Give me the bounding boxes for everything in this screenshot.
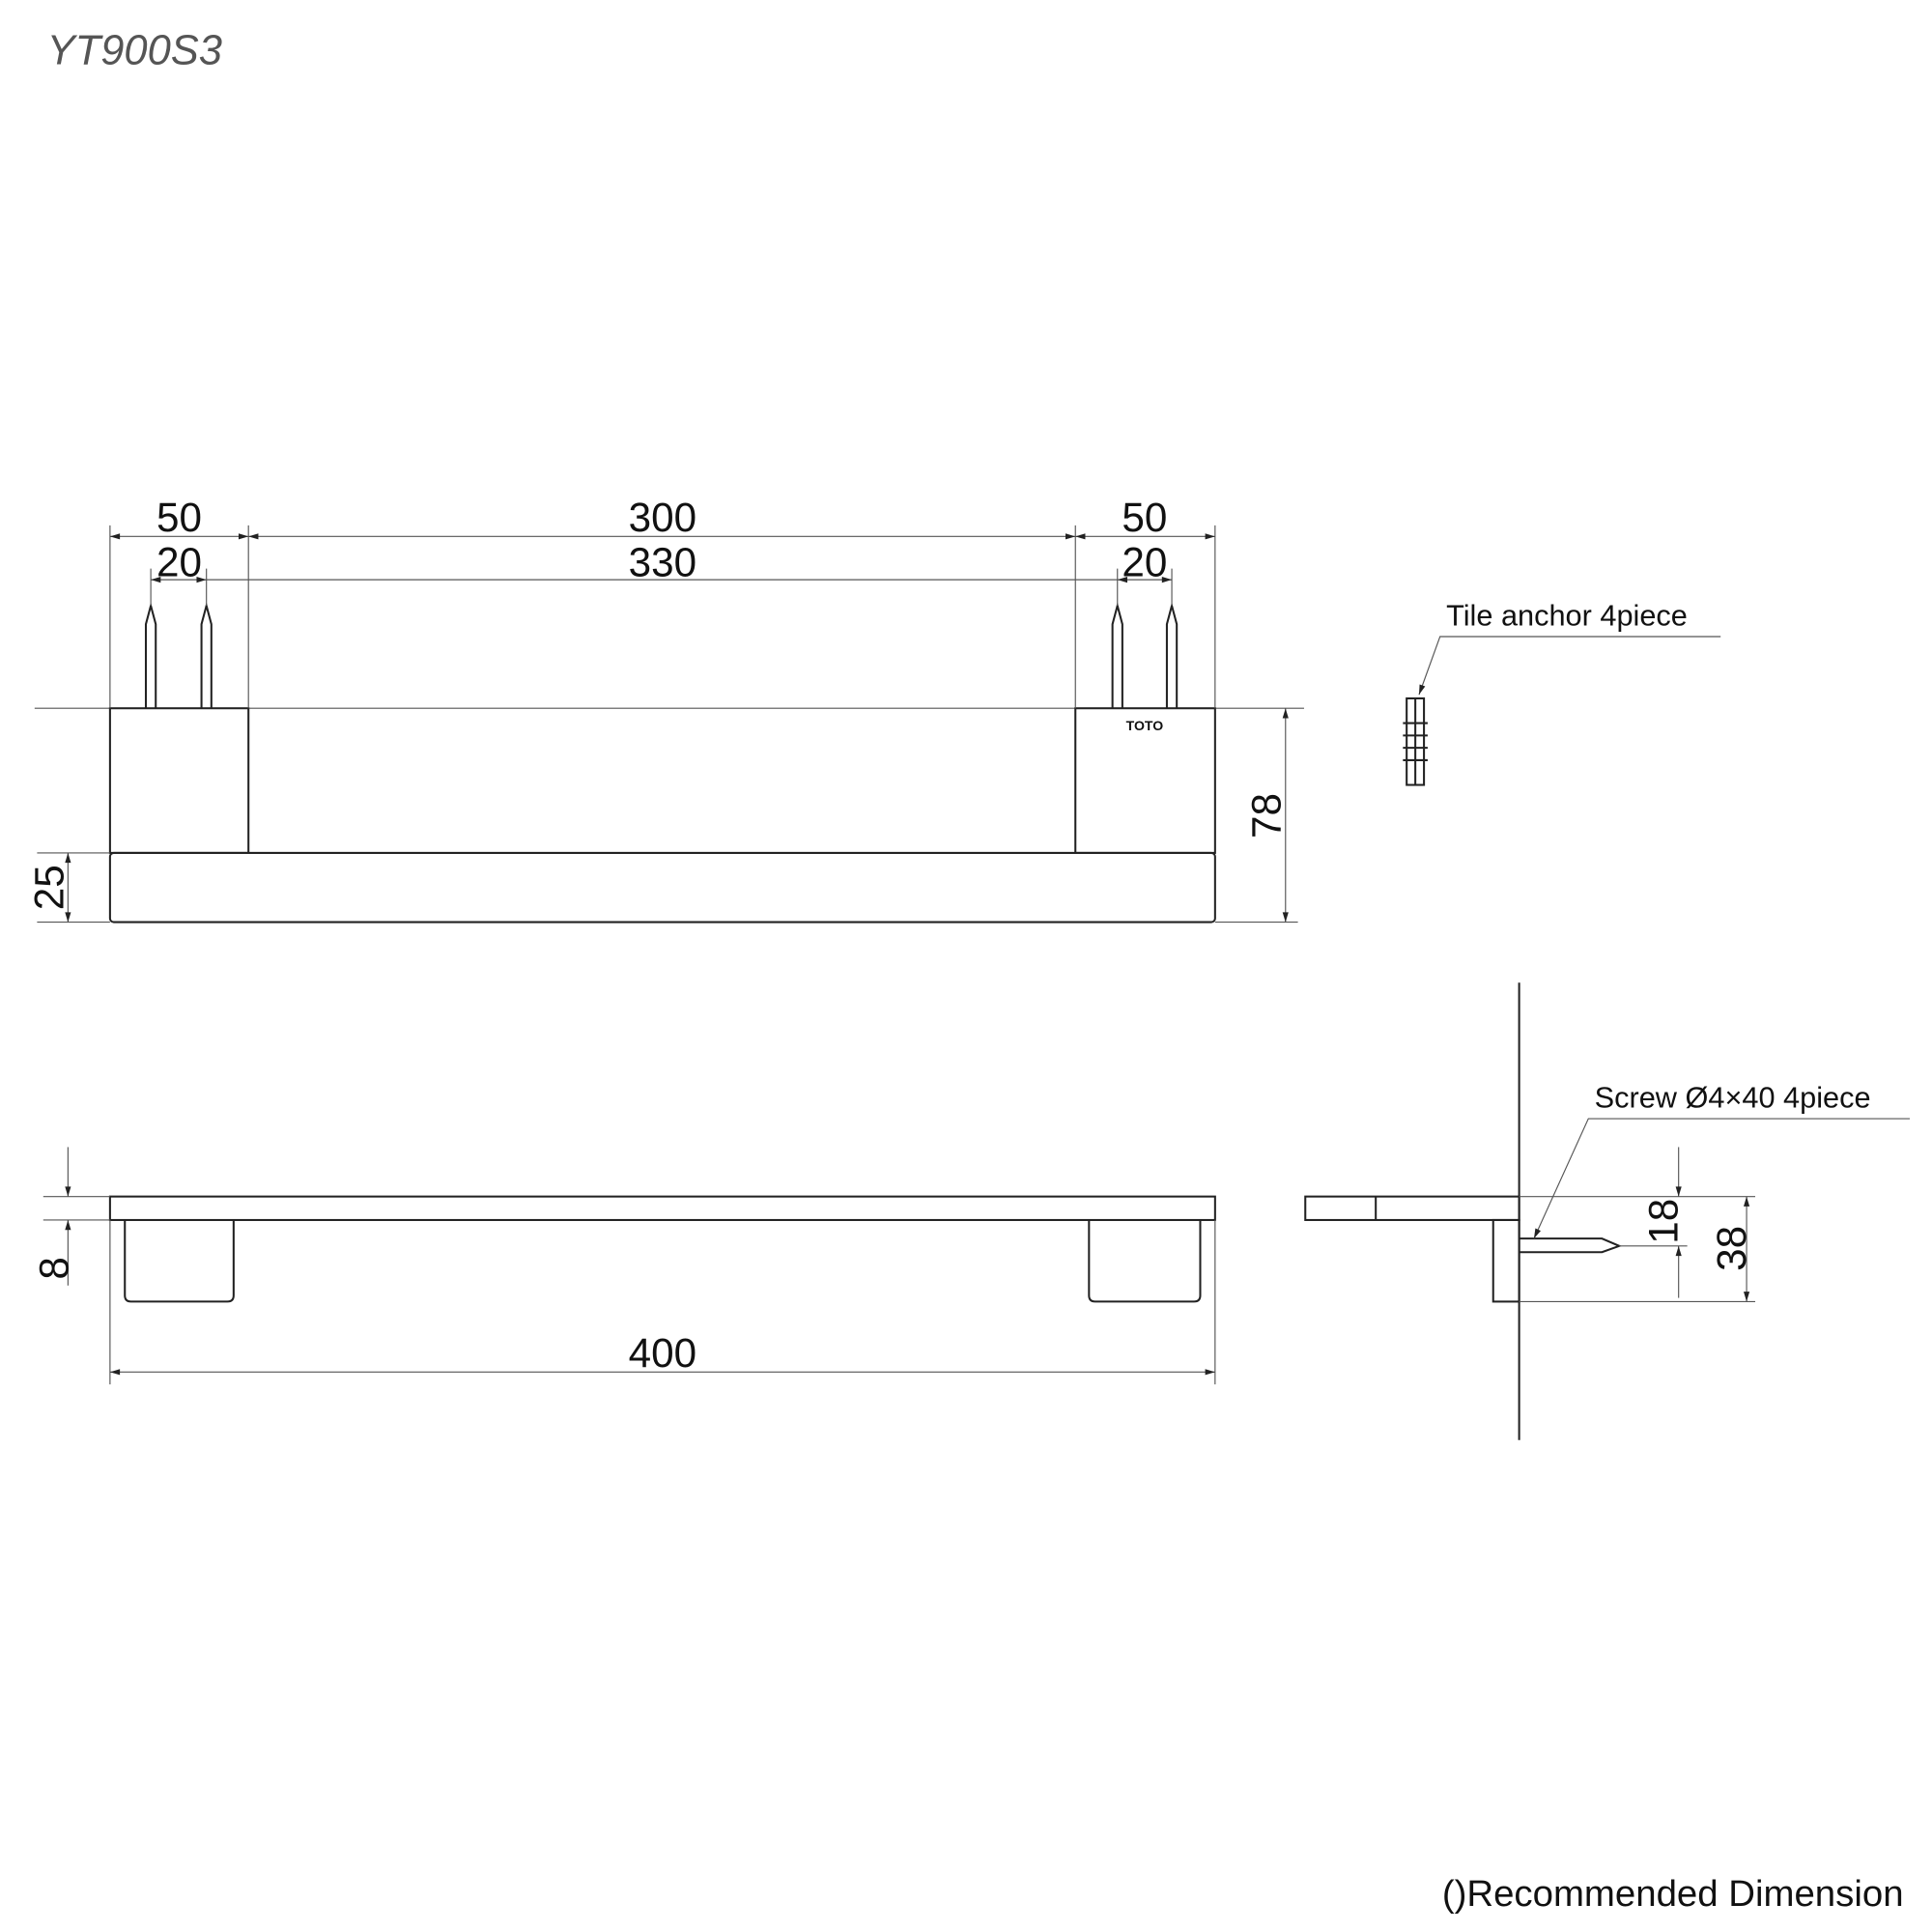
tile-anchor-label: Tile anchor 4piece xyxy=(1446,598,1688,632)
dim-bracket-38: 38 xyxy=(1709,1226,1754,1271)
dim-screw-18: 18 xyxy=(1640,1199,1686,1244)
top-view: 8 400 xyxy=(31,1147,1216,1385)
dim-center-300: 300 xyxy=(629,495,696,540)
tile-anchor-leader xyxy=(1418,636,1721,696)
tile-anchor: Tile anchor 4piece xyxy=(1403,598,1721,786)
screw xyxy=(1519,1237,1623,1254)
dim-height-78: 78 xyxy=(1244,793,1290,838)
screw-leader xyxy=(1533,1118,1910,1239)
screw-pins xyxy=(144,602,1179,709)
model-title: YT900S3 xyxy=(47,28,222,74)
toto-logo: TOTO xyxy=(1126,718,1164,733)
footnote: ()Recommended Dimension xyxy=(1442,1873,1904,1915)
right-foot xyxy=(1088,1219,1202,1303)
tile-anchor-icon xyxy=(1403,696,1428,786)
dim-thickness-8: 8 xyxy=(31,1257,76,1279)
front-view: TOTO xyxy=(26,495,1304,923)
left-foot xyxy=(124,1219,235,1303)
dim-left-50: 50 xyxy=(156,495,202,540)
side-plate xyxy=(1304,1195,1520,1221)
screw-label: Screw Ø4×40 4piece xyxy=(1595,1081,1871,1115)
dim-center-330: 330 xyxy=(629,539,696,584)
plate xyxy=(108,1195,1216,1221)
dim-length-400: 400 xyxy=(629,1330,696,1376)
dim-left-20: 20 xyxy=(156,539,202,584)
side-bracket xyxy=(1492,1218,1520,1303)
left-bracket xyxy=(108,707,250,854)
side-view: Screw Ø4×40 4piece 18 38 xyxy=(1304,982,1910,1440)
dim-right-50: 50 xyxy=(1122,495,1167,540)
bar xyxy=(108,851,1216,923)
dim-bar-25: 25 xyxy=(26,865,71,910)
dim-right-20: 20 xyxy=(1122,539,1167,584)
